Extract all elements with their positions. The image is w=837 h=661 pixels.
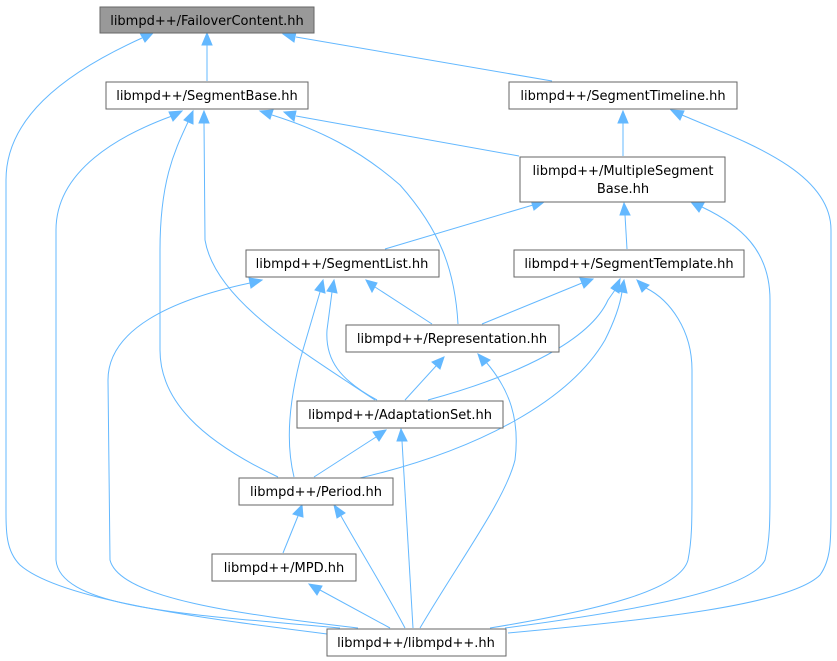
edge-segmenttimeline-to-failovercontent <box>281 31 553 82</box>
node-period[interactable]: libmpd++/Period.hh <box>238 477 394 506</box>
node-label: libmpd++/Representation.hh <box>357 332 547 347</box>
node-label: libmpd++/AdaptationSet.hh <box>308 408 492 423</box>
edge-libmpd-to-segmentlist <box>107 277 359 629</box>
node-representation[interactable]: libmpd++/Representation.hh <box>345 324 560 353</box>
edge-representation-to-segmenttemplate <box>481 277 595 325</box>
node-segment-template[interactable]: libmpd++/SegmentTemplate.hh <box>513 249 745 278</box>
edge-libmpd-to-segmenttimeline <box>507 109 832 634</box>
edge-multiplesegmentbase-to-segmenttimeline <box>617 109 629 156</box>
node-label: libmpd++/libmpd++.hh <box>337 636 495 651</box>
edge-libmpd-to-segmentbase <box>55 110 341 629</box>
edge-segmentlist-to-multiplesegmentbase <box>384 199 546 250</box>
edge-representation-to-segmentlist <box>365 279 433 325</box>
node-label: libmpd++/FailoverContent.hh <box>110 14 304 29</box>
edge-period-to-segmentlist <box>288 278 326 478</box>
node-libmpd[interactable]: libmpd++/libmpd++.hh <box>326 628 507 657</box>
node-label: libmpd++/SegmentTemplate.hh <box>524 257 733 272</box>
edge-segmentbase-to-failovercontent <box>201 31 213 81</box>
edge-libmpd-to-segmenttemplate <box>489 279 693 629</box>
node-failover-content[interactable]: libmpd++/FailoverContent.hh <box>99 6 315 34</box>
edge-libmpd-to-failovercontent <box>5 32 328 635</box>
node-segment-base[interactable]: libmpd++/SegmentBase.hh <box>105 81 309 110</box>
edge-adaptationset-to-segmentlist <box>326 278 378 401</box>
node-mpd[interactable]: libmpd++/MPD.hh <box>211 553 357 582</box>
node-label: libmpd++/SegmentBase.hh <box>116 89 298 104</box>
edge-mpd-to-period <box>282 503 304 554</box>
node-label-line1: libmpd++/MultipleSegment <box>533 164 714 179</box>
node-adaptation-set[interactable]: libmpd++/AdaptationSet.hh <box>296 400 504 429</box>
node-segment-list[interactable]: libmpd++/SegmentList.hh <box>245 249 440 278</box>
edge-period-to-segmenttemplate <box>359 278 628 479</box>
edge-representation-to-segmentbase <box>258 109 459 325</box>
nodes: libmpd++/FailoverContent.hh libmpd++/Seg… <box>99 6 745 657</box>
node-label: libmpd++/SegmentList.hh <box>256 257 429 272</box>
node-segment-timeline[interactable]: libmpd++/SegmentTimeline.hh <box>508 81 738 110</box>
edge-period-to-adaptationset <box>313 429 388 478</box>
edge-multiplesegmentbase-to-segmentbase <box>282 110 520 157</box>
edge-segmenttemplate-to-multiplesegmentbase <box>619 201 631 250</box>
edges <box>5 31 832 635</box>
node-label: libmpd++/Period.hh <box>250 485 382 500</box>
node-label: libmpd++/MPD.hh <box>224 561 345 576</box>
edge-libmpd-to-period <box>333 503 406 629</box>
edge-libmpd-to-representation <box>419 353 517 629</box>
node-multiple-segment-base[interactable]: libmpd++/MultipleSegment Base.hh <box>519 156 726 203</box>
edge-period-to-segmentbase <box>159 109 279 478</box>
edge-libmpd-to-mpd <box>307 583 391 629</box>
edge-libmpd-to-adaptationset <box>396 427 414 629</box>
edge-adaptationset-to-segmentbase <box>198 109 376 401</box>
node-label: libmpd++/SegmentTimeline.hh <box>520 89 725 104</box>
node-label-line2: Base.hh <box>597 182 649 197</box>
edge-adaptationset-to-representation <box>404 356 445 401</box>
